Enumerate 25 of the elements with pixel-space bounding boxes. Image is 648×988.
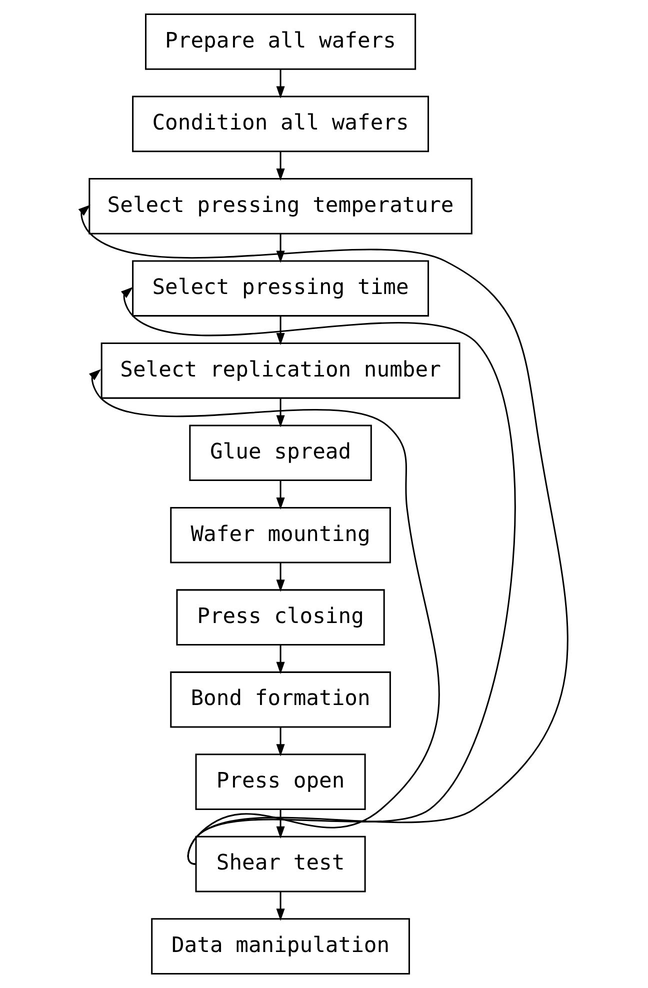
arrow bbox=[276, 316, 284, 346]
arrow bbox=[276, 234, 284, 263]
arrow bbox=[276, 809, 284, 839]
node-box: Glue spread bbox=[188, 424, 372, 482]
arrow bbox=[88, 369, 440, 865]
arrow bbox=[276, 644, 284, 674]
arrow bbox=[276, 480, 284, 510]
node-box: Select replication number bbox=[100, 342, 460, 399]
node-box: Data manipulation bbox=[150, 918, 410, 974]
node-box: Press open bbox=[194, 754, 366, 810]
node-box: Press closing bbox=[176, 589, 384, 646]
node-box: Prepare all wafers bbox=[144, 14, 416, 70]
arrow bbox=[276, 398, 284, 428]
node-box: Select pressing temperature bbox=[88, 178, 472, 234]
arrow bbox=[78, 204, 568, 865]
arrow bbox=[276, 727, 284, 756]
node-box: Bond formation bbox=[170, 671, 390, 728]
arrow bbox=[276, 892, 284, 921]
node-box: Condition all wafers bbox=[132, 96, 429, 152]
node-box: Shear test bbox=[194, 836, 366, 892]
arrow bbox=[276, 151, 284, 181]
arrow bbox=[276, 562, 284, 592]
node-box: Wafer mounting bbox=[170, 506, 390, 564]
arrow bbox=[276, 69, 284, 98]
node-box: Select pressing time bbox=[132, 260, 429, 317]
